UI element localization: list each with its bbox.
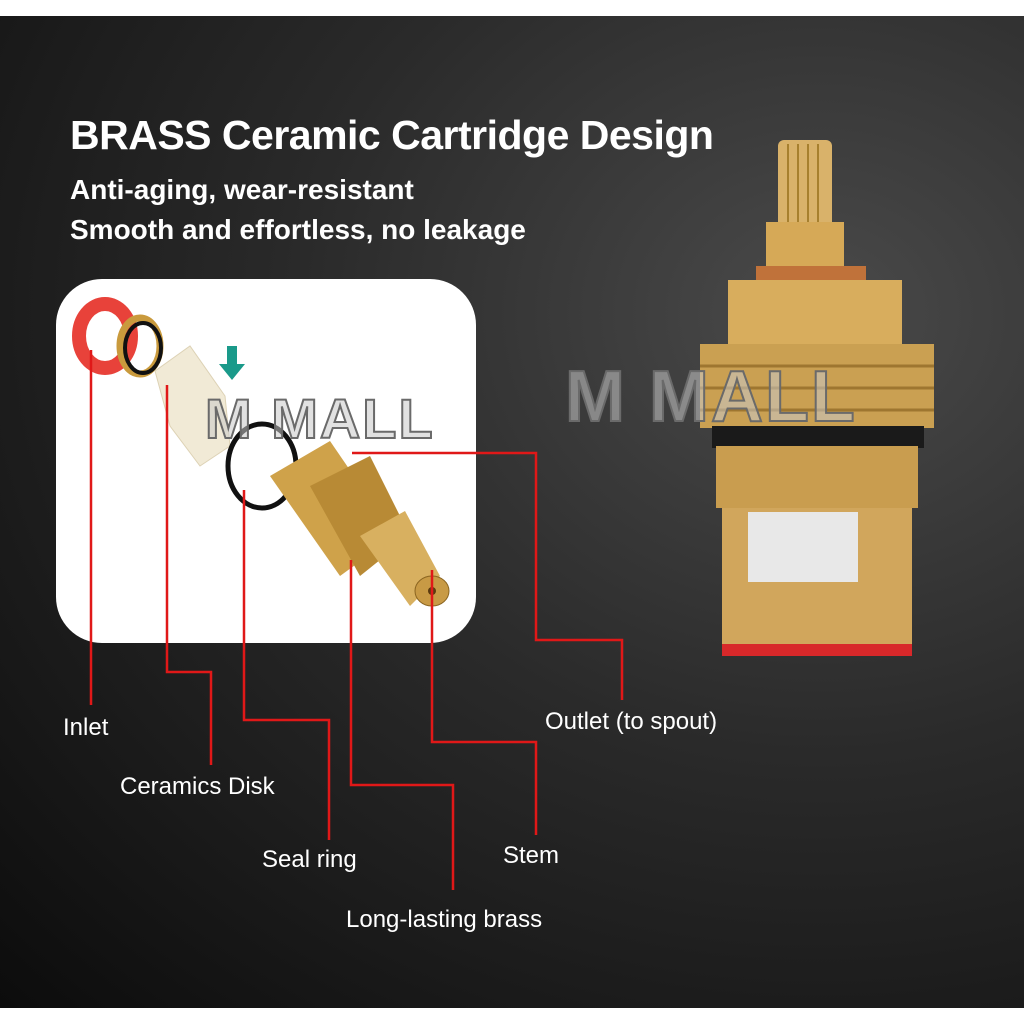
leader-line-outlet: [352, 451, 624, 700]
brass-cartridge-small-icon: [270, 441, 450, 607]
label-outlet: Outlet (to spout): [545, 708, 718, 735]
subtitle-feature-2: Smooth and effortless, no leakage: [70, 214, 526, 245]
label-stem: Stem: [503, 842, 560, 869]
arrow-down-icon: [219, 346, 245, 380]
watermark: M MALL: [204, 386, 435, 451]
brass-cartridge-large-icon: [700, 140, 934, 656]
product-infographic: BRASS Ceramic Cartridge Design Anti-agin…: [0, 16, 1024, 1008]
leader-line-ceramics-disk: [165, 385, 213, 765]
subtitle-feature-1: Anti-aging, wear-resistant: [70, 174, 414, 205]
diagram-graphics: [72, 140, 934, 890]
label-ceramics-disk: Ceramics Disk: [120, 773, 275, 800]
label-seal-ring: Seal ring: [262, 846, 357, 873]
watermark: M MALL: [564, 356, 857, 438]
label-inlet: Inlet: [63, 714, 109, 741]
brass-ring-icon: [116, 314, 164, 378]
leader-line-seal-ring: [242, 490, 331, 840]
label-long-lasting-brass: Long-lasting brass: [346, 906, 543, 933]
leader-line-stem: [430, 570, 538, 835]
leader-lines: [89, 350, 624, 890]
leader-line-brass: [349, 560, 455, 890]
page-title: BRASS Ceramic Cartridge Design: [70, 112, 714, 158]
inlet-washer-icon: [72, 297, 138, 375]
